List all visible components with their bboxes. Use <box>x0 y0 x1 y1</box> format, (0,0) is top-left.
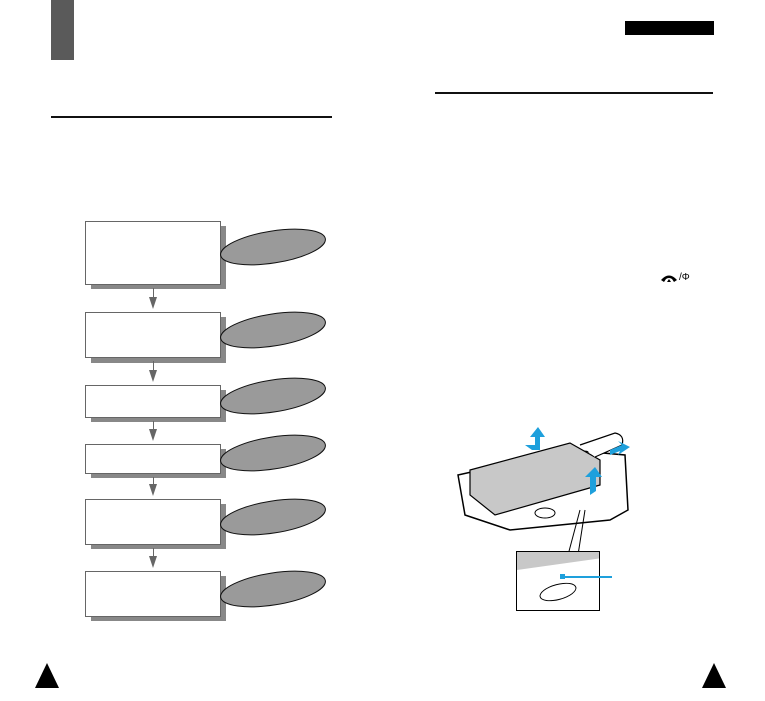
section-header-bar <box>625 21 714 35</box>
arrow-down-icon <box>149 429 157 441</box>
arrow-down-icon <box>149 370 157 382</box>
flow-step-6 <box>85 571 221 617</box>
left-section-rule <box>51 116 332 118</box>
callout-dot <box>560 574 565 579</box>
right-section-rule <box>435 92 713 94</box>
arrow-down-icon <box>149 297 157 309</box>
flow-step-1 <box>85 221 221 285</box>
footer-right-triangle-icon <box>702 663 726 688</box>
flow-note-ellipse-5 <box>220 498 326 536</box>
callout-pointer-line <box>560 576 612 578</box>
flow-note-ellipse-3 <box>220 377 326 415</box>
battery-removal-illustration <box>457 427 630 556</box>
power-symbol: /Φ <box>679 272 690 283</box>
footer-left-triangle-icon <box>35 663 59 688</box>
flow-step-3 <box>85 385 221 418</box>
flow-step-2 <box>85 312 221 358</box>
latch-detail-inset <box>516 551 600 611</box>
flow-note-ellipse-6 <box>220 570 326 608</box>
end-power-key: /Φ <box>660 272 690 283</box>
flow-note-ellipse-4 <box>220 434 326 472</box>
chapter-tab <box>51 0 74 60</box>
arrow-down-icon <box>149 556 157 568</box>
flow-step-4 <box>85 444 221 474</box>
flow-note-ellipse-1 <box>220 228 326 266</box>
end-call-icon <box>661 275 677 282</box>
flow-note-ellipse-2 <box>220 311 326 349</box>
arrow-down-icon <box>149 484 157 496</box>
flow-step-5 <box>85 499 221 545</box>
